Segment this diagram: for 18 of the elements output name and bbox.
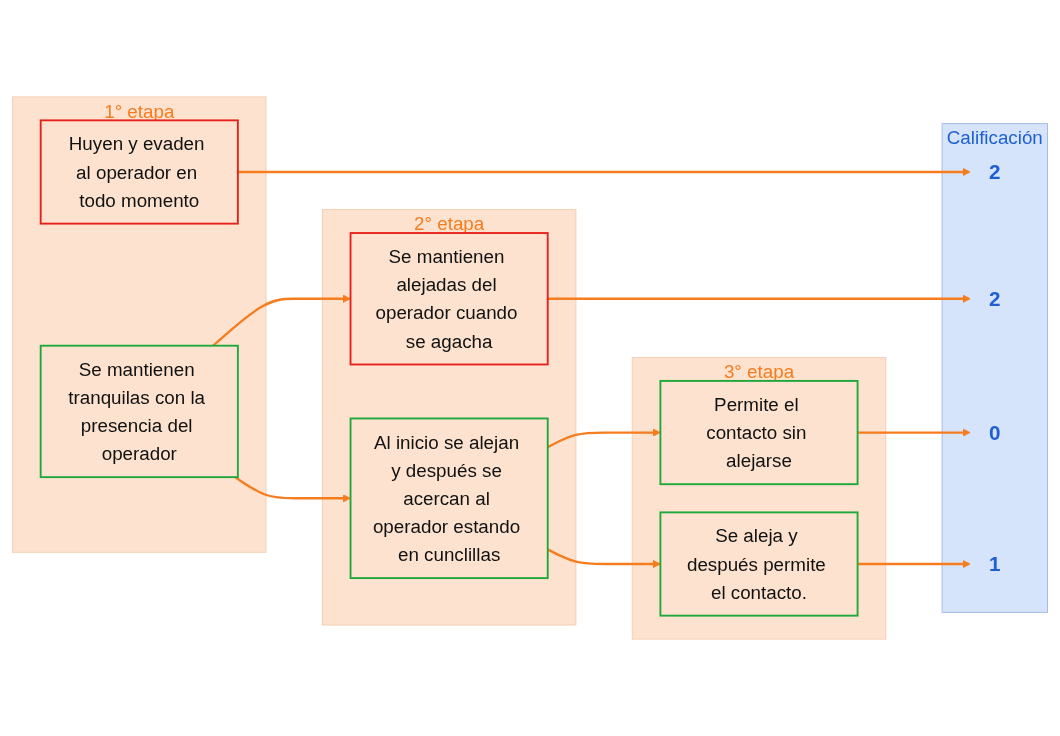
arrow [857,428,971,437]
arrow [547,294,971,303]
node-box: Huyen y evaden al operador en todo momento [39,119,239,225]
arrow [237,167,971,177]
node-text: 0 [989,420,1001,445]
arrow [857,559,971,569]
node-text: 2 [989,287,1001,311]
node-box: Permite el contacto sin alejarse [659,379,859,486]
arrow [547,428,661,449]
node-text: 1 [989,552,1001,576]
arrow [234,476,351,503]
arrow [212,294,351,347]
node-text: 2 [989,160,1001,184]
arrow [547,548,661,569]
node-box: Al inicio se alejan y después se acercan al operador estando en cunclillas [349,417,549,580]
node-box: Se mantienen alejadas del operador cuando se agacha [349,232,549,366]
node-box: Se aleja y después permite el contacto. [659,511,859,617]
node-box: Se mantienen tranquilas con la presencia del operador [39,344,239,479]
